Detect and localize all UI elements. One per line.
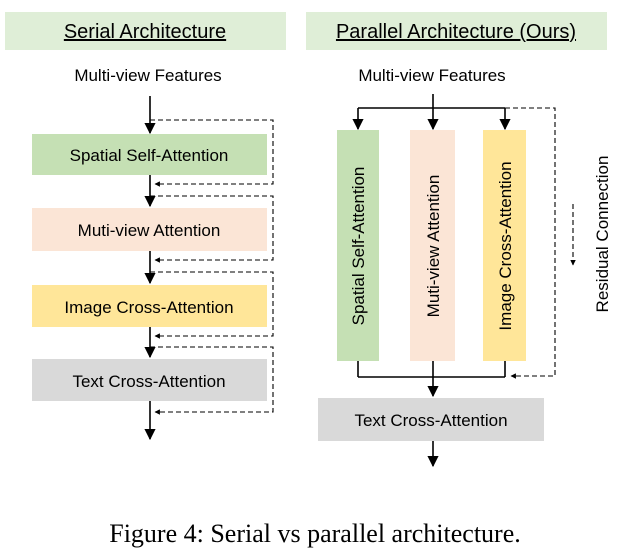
- parallel-header-box: [306, 12, 607, 50]
- parallel-input-label: Multi-view Features: [358, 66, 505, 85]
- parallel-multiview-label: Muti-view Attention: [424, 175, 443, 318]
- parallel-text-block: [318, 398, 544, 441]
- parallel-spatial-label: Spatial Self-Attention: [349, 167, 368, 326]
- serial-residual-4: [150, 346, 274, 415]
- figure-caption: Figure 4: Serial vs parallel architectur…: [109, 519, 521, 548]
- serial-multiview-block: [32, 208, 267, 251]
- parallel-cross-block: [483, 130, 526, 361]
- parallel-multiview-block: [410, 130, 455, 361]
- serial-residual-1: [150, 119, 274, 187]
- serial-header-box: [5, 12, 286, 50]
- serial-residual-2: [150, 195, 274, 263]
- serial-residual-3: [150, 271, 274, 339]
- parallel-title: Parallel Architecture (Ours): [336, 21, 576, 43]
- serial-architecture: Serial Architecture Multi-view Features …: [5, 12, 286, 441]
- parallel-residual: [433, 107, 556, 379]
- serial-multiview-label: Muti-view Attention: [78, 221, 221, 240]
- parallel-architecture: Parallel Architecture (Ours) Multi-view …: [306, 12, 612, 468]
- serial-cross-block: [32, 285, 267, 327]
- serial-spatial-block: [32, 134, 267, 175]
- serial-input-label: Multi-view Features: [74, 66, 221, 85]
- serial-spatial-label: Spatial Self-Attention: [70, 146, 229, 165]
- parallel-text-label: Text Cross-Attention: [354, 411, 507, 430]
- serial-cross-label: Image Cross-Attention: [64, 298, 233, 317]
- serial-text-block: [32, 359, 267, 401]
- parallel-spatial-block: [337, 130, 379, 361]
- serial-title: Serial Architecture: [64, 21, 226, 43]
- serial-text-label: Text Cross-Attention: [72, 372, 225, 391]
- parallel-cross-label: Image Cross-Attention: [496, 161, 515, 330]
- residual-connection-label: Residual Connection: [593, 156, 612, 313]
